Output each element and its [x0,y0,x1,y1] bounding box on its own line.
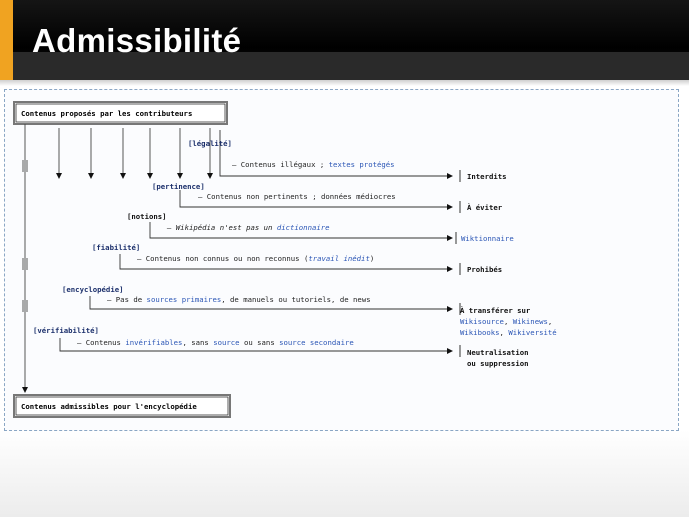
outcome-bars [455,170,461,357]
criterion-description: – Contenus illégaux ; textes protégés [232,160,395,169]
criterion-description: – Pas de sources primaires, de manuels o… [107,295,371,304]
outcome-label: Neutralisation [467,348,529,357]
outcome-label: À éviter [467,203,503,212]
top-box-label: Contenus proposés par les contributeurs [21,109,192,118]
outcome-links-line1: Wikisource, Wikinews, [460,317,552,326]
criterion-notions: [notions] – Wikipédia n'est pas un dicti… [127,212,514,243]
criterion-legalite: [légalité] – Contenus illégaux ; textes … [188,139,507,181]
link-travail-inedit[interactable]: travail inédit [308,254,370,263]
link-wikisource[interactable]: Wikisource [460,317,504,326]
diagram-frame [4,89,679,431]
outcome-label: Interdits [467,172,507,181]
criterion-verifiabilite: [vérifiabilité] – Contenus invérifiables… [33,326,529,368]
criterion-encyclopedie: [encyclopédie] – Pas de sources primaire… [62,285,557,337]
criterion-description: – Contenus non connus ou non reconnus (t… [137,254,374,263]
criterion-pertinence: [pertinence] – Contenus non pertinents ;… [152,182,503,212]
header-accent-bar [0,0,13,80]
criterion-description: – Contenus invérifiables, sans source ou… [77,338,354,347]
slide-title: Admissibilité [32,22,242,59]
criterion-label: [notions] [127,212,167,221]
criterion-description: – Wikipédia n'est pas un dictionnaire [166,223,330,232]
header-shadow [0,80,689,86]
top-box: Contenus proposés par les contributeurs [13,101,228,125]
outcome-label: À transférer sur [460,306,531,315]
bottom-box: Contenus admissibles pour l'encyclopédie [13,394,231,418]
criterion-label: [pertinence] [152,182,205,191]
criterion-label: [vérifiabilité] [33,326,99,335]
criterion-label: [encyclopédie] [62,285,124,294]
link-source[interactable]: source [213,338,239,347]
criterion-label: [légalité] [188,139,232,148]
link-wikibooks[interactable]: Wikibooks [460,328,500,337]
bottom-box-label: Contenus admissibles pour l'encyclopédie [21,402,197,411]
header-band [13,52,689,80]
link-dictionnaire[interactable]: dictionnaire [277,223,330,232]
flow-lines [22,124,213,393]
link-wikinews[interactable]: Wikinews [513,317,548,326]
criterion-fiabilite: [fiabilité] – Contenus non connus ou non… [92,243,502,274]
branch-connectors [59,130,453,354]
outcome-links-line2: Wikibooks, Wikiversité [460,328,557,337]
slide-header: Admissibilité [0,0,689,80]
link-wikiversite[interactable]: Wikiversité [508,328,556,337]
link-source-secondaire[interactable]: source secondaire [279,338,354,347]
link-inverifiables[interactable]: invérifiables [125,338,182,347]
criterion-label: [fiabilité] [92,243,140,252]
outcome-label-line2: ou suppression [467,359,529,368]
outcome-label: Prohibés [467,265,502,274]
link-textes-proteges[interactable]: textes protégés [329,160,395,169]
criterion-description: – Contenus non pertinents ; données médi… [198,192,396,201]
link-sources-primaires[interactable]: sources primaires [147,295,222,304]
outcome-link-wiktionnaire[interactable]: Wiktionnaire [461,234,514,243]
